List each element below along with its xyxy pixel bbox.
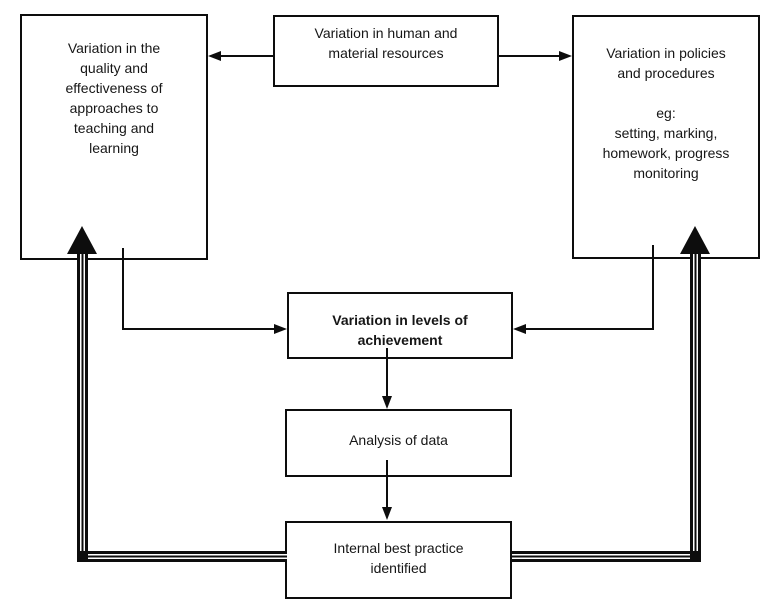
box-line: eg:	[656, 105, 676, 121]
arrowhead-down	[382, 396, 392, 409]
box-line: learning	[89, 140, 139, 156]
box-teaching-learning: Variation in the quality and effectivene…	[20, 14, 208, 260]
box-line: material resources	[328, 45, 444, 61]
box-policies-procedures: Variation in policies and procedures eg:…	[572, 15, 760, 259]
box-line: monitoring	[633, 165, 699, 181]
box-line: teaching and	[73, 120, 155, 136]
box-line: Variation in policies	[606, 45, 726, 61]
arrowhead-left	[513, 324, 526, 334]
big-arrowhead-up	[67, 226, 97, 254]
big-arrowhead-up	[680, 226, 710, 254]
box-line: Variation in levels of	[332, 312, 468, 328]
box-levels-of-achievement: Variation in levels of achievement	[287, 292, 513, 359]
box-line	[582, 83, 750, 103]
box-line: and procedures	[617, 65, 715, 81]
box-human-material-resources: Variation in human and material resource…	[273, 15, 499, 87]
box-analysis-of-data: Analysis of data	[285, 409, 512, 477]
box-line: quality and	[80, 60, 148, 76]
box-line: Internal best practice	[333, 540, 464, 556]
arrowhead-right	[559, 51, 572, 61]
box-line: effectiveness of	[65, 80, 163, 96]
feedback-corner	[690, 551, 701, 562]
box-line: achievement	[357, 332, 443, 348]
box-line: Variation in the	[67, 40, 161, 56]
box-line: Analysis of data	[349, 432, 448, 448]
box-line: setting, marking,	[614, 125, 718, 141]
arrowhead-right	[274, 324, 287, 334]
box-line: identified	[370, 560, 427, 576]
box-line: approaches to	[69, 100, 159, 116]
box-line: homework, progress	[602, 145, 730, 161]
feedback-corner	[77, 551, 88, 562]
arrowhead-left	[208, 51, 221, 61]
arrowhead-down	[382, 507, 392, 520]
box-line: Variation in human and	[314, 25, 458, 41]
box-internal-best-practice: Internal best practice identified	[285, 521, 512, 599]
